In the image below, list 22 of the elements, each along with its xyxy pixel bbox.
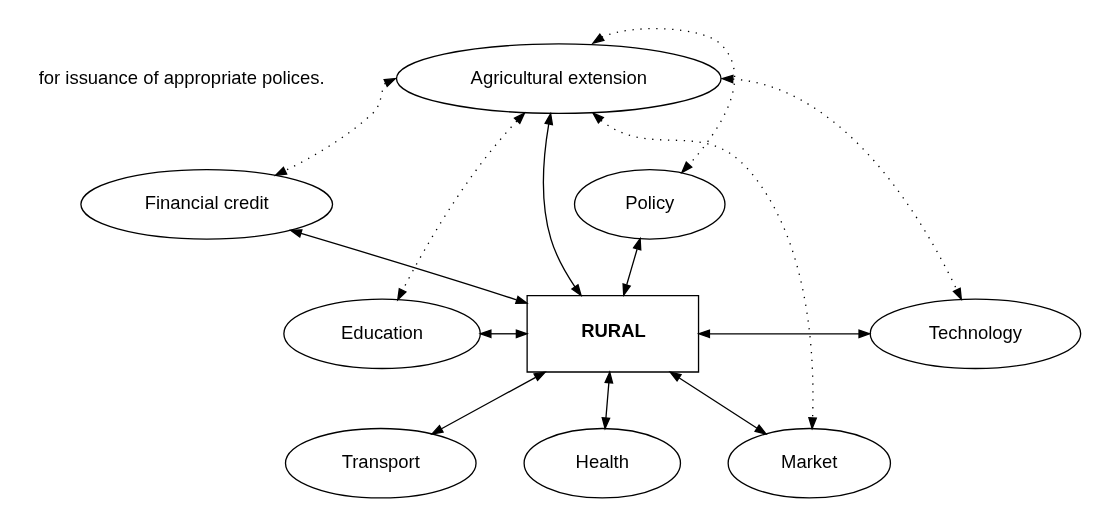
arrow: [696, 328, 872, 338]
arrow: [430, 370, 547, 435]
arrow: [288, 228, 529, 304]
node-ellipse: Health: [523, 427, 682, 499]
node-ellipse: Market: [727, 427, 892, 499]
node-ellipse: Technology: [869, 297, 1082, 369]
arrow: [273, 77, 398, 176]
arrow: [622, 236, 642, 297]
node-ellipse: Transport: [284, 427, 477, 499]
label: for issuance of appropriate polices.: [38, 66, 325, 88]
arrow: [720, 73, 963, 301]
arrow: [601, 369, 614, 431]
arrow: [591, 111, 818, 431]
arrow: [668, 370, 768, 435]
arrow: [542, 111, 583, 297]
node-ellipse: Education: [283, 297, 481, 369]
node-ellipse: Policy: [573, 168, 726, 240]
arrow: [478, 328, 529, 338]
node-box: RURAL: [526, 294, 700, 373]
arrow: [396, 111, 526, 301]
arrow: [591, 27, 736, 174]
node-ellipse: Agricultural extension: [395, 42, 722, 114]
